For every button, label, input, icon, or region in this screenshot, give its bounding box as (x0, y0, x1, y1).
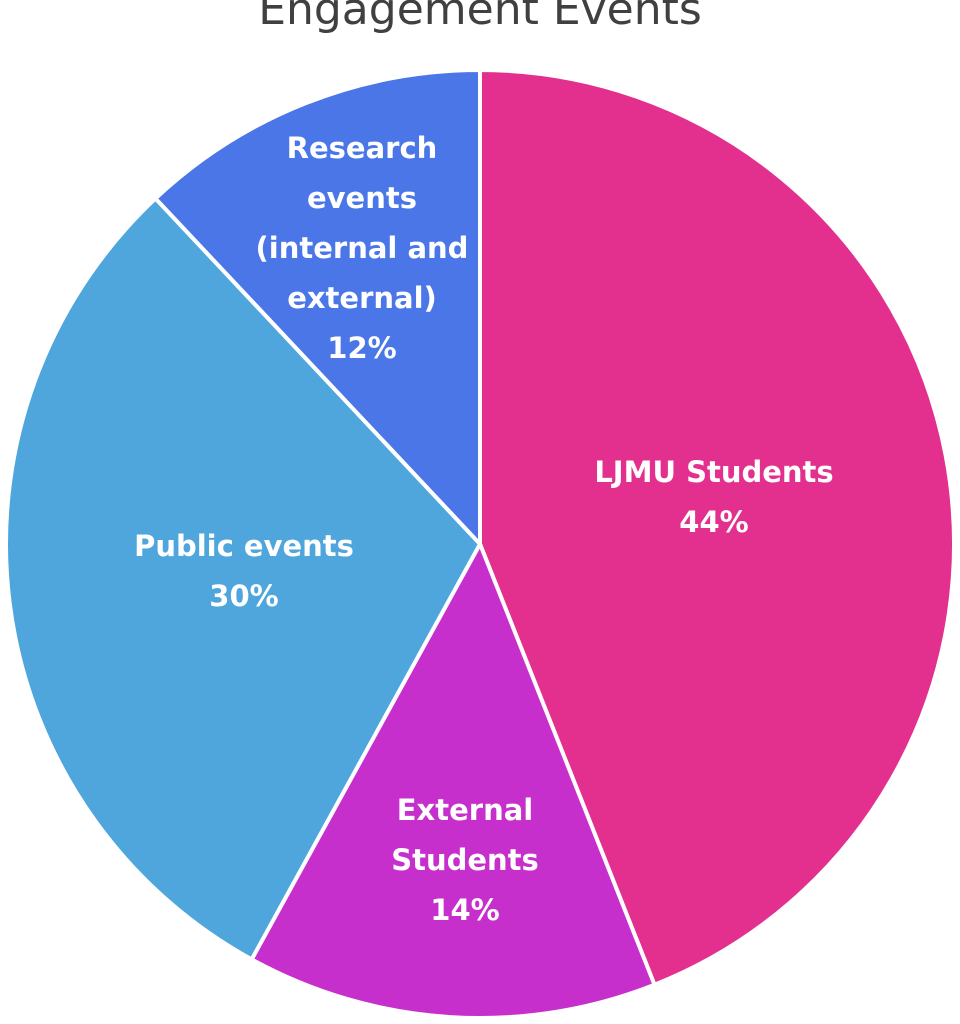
slice-percent-label: 30% (209, 579, 278, 613)
slice-percent-label: 14% (430, 893, 499, 927)
pie-slices (4, 68, 956, 1020)
slice-category-label: External (397, 793, 534, 827)
slice-percent-label: 44% (679, 505, 748, 539)
slice-category-label: Students (391, 843, 539, 877)
slice-category-label: Research (287, 131, 438, 165)
slice-category-label: LJMU Students (594, 455, 833, 489)
pie-slice (478, 68, 956, 987)
slice-category-label: events (307, 181, 417, 215)
pie-slice (4, 196, 482, 962)
pie-slice (249, 542, 657, 1020)
slice-category-label: Public events (134, 529, 354, 563)
slice-percent-label: 12% (327, 331, 396, 365)
slice-category-label: external) (287, 281, 437, 315)
slice-category-label: (internal and (256, 231, 469, 265)
pie-slice (153, 68, 482, 546)
chart-title: Engagement Events (258, 0, 702, 35)
